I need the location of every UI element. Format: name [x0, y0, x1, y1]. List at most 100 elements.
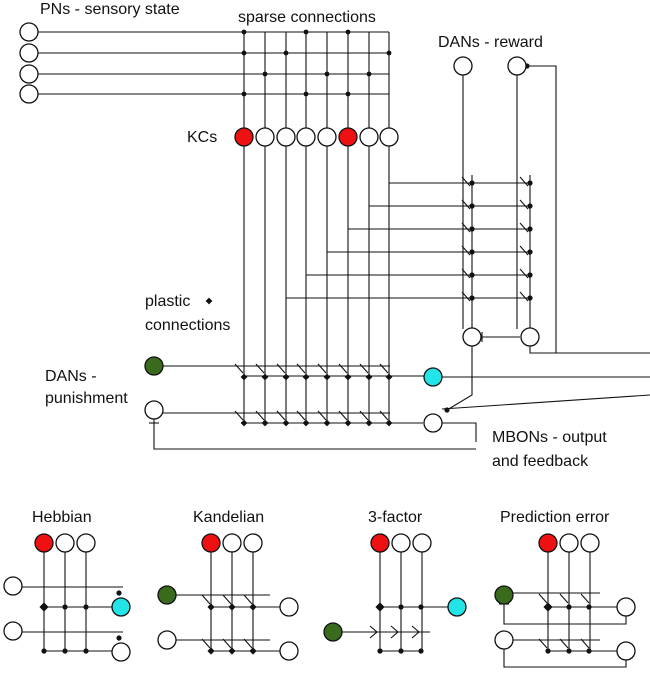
plastic-synapse-tick [538, 638, 548, 649]
plastic-synapse-tick [296, 363, 306, 374]
plastic-synapse-diamond [240, 373, 248, 381]
plastic-synapse-tick [519, 176, 529, 187]
synapse-dot [418, 648, 424, 654]
wire [442, 422, 477, 442]
plastic-synapse-diamond [385, 419, 393, 427]
synapse-dot [116, 635, 122, 641]
plastic-synapse-tick [519, 268, 529, 279]
pn-neuron [19, 22, 39, 42]
plastic-synapse-diamond [207, 647, 215, 655]
plastic-synapse-tick [359, 363, 369, 374]
plastic-synapse-tick [519, 245, 529, 256]
synapse-dot [545, 648, 551, 654]
synapse-dot [418, 604, 424, 610]
synapse-dot [444, 407, 450, 413]
plastic-synapse-diamond [282, 419, 290, 427]
plastic-synapse-diamond [375, 602, 385, 612]
plastic-synapse-tick [276, 410, 286, 421]
synapse-dot [586, 648, 592, 654]
synapse-dot [345, 91, 351, 97]
kenyon-cell [55, 533, 75, 553]
synapse-marks [39, 29, 592, 655]
kenyon-cell [276, 127, 296, 147]
wire [446, 346, 473, 411]
kenyon-cell [201, 533, 221, 553]
wire [411, 625, 420, 639]
synapse-dot [377, 648, 383, 654]
plastic-synapse-tick [519, 199, 529, 210]
wire [441, 394, 650, 410]
kenyon-cell [370, 533, 390, 553]
plastic-synapse-tick [580, 638, 590, 649]
kenyon-cell [580, 533, 600, 553]
synapse-dot [469, 180, 475, 186]
wire [527, 65, 557, 353]
dan-punishment-neuron [157, 585, 177, 605]
pn-neuron [19, 43, 39, 63]
plastic-synapse-tick [461, 222, 471, 233]
plastic-synapse-diamond [249, 647, 257, 655]
plastic-synapse-tick [255, 410, 265, 421]
synapse-dot [303, 91, 309, 97]
plastic-synapse-tick [201, 638, 211, 649]
plastic-label: plastic [145, 293, 190, 310]
plastic-synapse-diamond [228, 603, 236, 611]
wire [390, 625, 399, 639]
synapse-dot [566, 648, 572, 654]
kenyon-cell [559, 533, 579, 553]
synapse-dot [469, 249, 475, 255]
synapse-dot [527, 249, 533, 255]
plastic-synapse-tick [222, 638, 232, 649]
dan-punishment-neuron [494, 585, 514, 605]
kenyon-cell [76, 533, 96, 553]
dans-punishment-label-1: DANs - [45, 368, 97, 385]
kcs-label: KCs [187, 129, 217, 146]
kenyon-cell [234, 127, 254, 147]
kenyon-cell [338, 127, 358, 147]
synapse-dot [83, 604, 89, 610]
plastic-synapse-tick [519, 222, 529, 233]
wire [503, 648, 627, 668]
plastic-synapse-diamond [205, 297, 213, 305]
mbon-neuron [279, 641, 299, 661]
dans-reward-label: DANs - reward [438, 34, 543, 51]
synapse-dot [241, 50, 247, 56]
plastic-synapse-tick [255, 363, 265, 374]
panel-title-prediction-error: Prediction error [500, 509, 610, 526]
plastic-synapse-tick [559, 593, 569, 604]
plastic-synapse-diamond [207, 603, 215, 611]
dan-punishment-neuron [157, 630, 177, 650]
plastic-synapse-diamond [344, 419, 352, 427]
plastic-synapse-diamond [323, 373, 331, 381]
synapse-dot [62, 648, 68, 654]
synapse-dot [241, 29, 247, 35]
wire [369, 625, 378, 639]
plastic-synapse-diamond [249, 603, 257, 611]
kenyon-cell [296, 127, 316, 147]
kenyon-cell [391, 533, 411, 553]
panel-title-hebbian: Hebbian [32, 509, 92, 526]
synapse-dot [83, 648, 89, 654]
mbon-neuron [462, 327, 482, 347]
plastic-synapse-tick [234, 410, 244, 421]
plastic-synapse-diamond [543, 602, 553, 612]
synapse-dot [469, 226, 475, 232]
plastic-synapse-tick [201, 594, 211, 605]
plastic-synapse-tick [461, 291, 471, 302]
synapse-dot [527, 180, 533, 186]
pn-neuron [3, 621, 23, 641]
plastic-synapse-tick [276, 363, 286, 374]
synapse-dot [241, 91, 247, 97]
plastic-synapse-tick [538, 593, 548, 604]
synapse-dot [398, 604, 404, 610]
dan-punishment-neuron [144, 356, 164, 376]
plastic-synapse-diamond [228, 647, 236, 655]
plastic-synapse-tick [519, 291, 529, 302]
plastic-synapse-tick [317, 410, 327, 421]
synapse-dot [527, 295, 533, 301]
dans-punishment-label-2: punishment [45, 390, 128, 407]
plastic-synapse-diamond [282, 373, 290, 381]
plastic-synapse-tick [580, 593, 590, 604]
